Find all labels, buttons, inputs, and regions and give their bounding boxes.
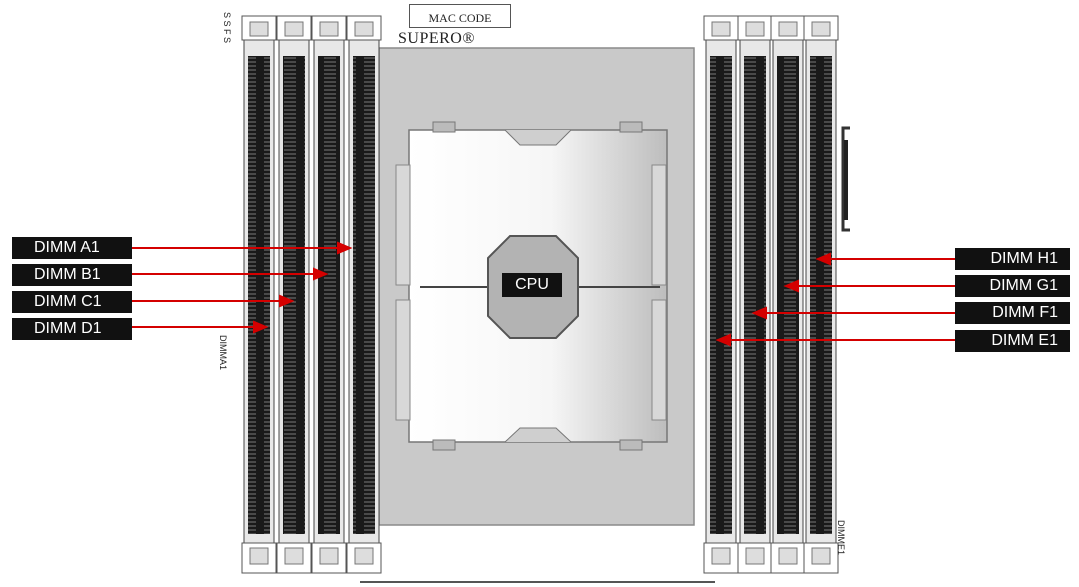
- dimm-slots-left: [241, 15, 382, 574]
- dimm-slot: [703, 15, 739, 574]
- arrow-dimm-h1: [815, 252, 955, 266]
- dimm-slot: [770, 15, 806, 574]
- dimm-slot: [276, 15, 312, 574]
- label-dimm-f1: DIMM F1: [955, 302, 1070, 324]
- arrow-dimm-e1: [715, 333, 955, 347]
- cpu-label: CPU: [502, 273, 562, 297]
- label-dimm-g1: DIMM G1: [955, 275, 1070, 297]
- mac-code-label: MAC CODE: [409, 4, 511, 28]
- label-dimm-c1: DIMM C1: [12, 291, 132, 313]
- silkscreen-top-left: S S F S: [222, 12, 232, 44]
- label-dimm-d1: DIMM D1: [12, 318, 132, 340]
- dimm-pointer-arrows-left: [132, 241, 353, 334]
- dimm-slots-right: [703, 15, 839, 574]
- dimm-slot: [346, 15, 382, 574]
- arrow-dimm-b1: [132, 267, 329, 281]
- label-dimm-b1: DIMM B1: [12, 264, 132, 286]
- arrow-dimm-d1: [132, 320, 269, 334]
- dimm-pointer-arrows-right: [715, 252, 955, 347]
- brand-logo: SUPERO®: [398, 30, 476, 47]
- label-dimm-e1: DIMM E1: [955, 330, 1070, 352]
- silkscreen-dimma1: DIMMA1: [218, 335, 228, 371]
- dimm-slot: [311, 15, 347, 574]
- arrow-dimm-g1: [783, 279, 955, 293]
- dimm-slot: [241, 15, 277, 574]
- label-dimm-a1: DIMM A1: [12, 237, 132, 259]
- label-dimm-h1: DIMM H1: [955, 248, 1070, 270]
- arrow-dimm-a1: [132, 241, 353, 255]
- arrow-dimm-f1: [751, 306, 955, 320]
- dimm-slot: [803, 15, 839, 574]
- edge-connector: [841, 126, 850, 232]
- dimm-slot: [737, 15, 773, 574]
- arrow-dimm-c1: [132, 294, 295, 308]
- silkscreen-dimme1: DIMME1: [836, 520, 846, 556]
